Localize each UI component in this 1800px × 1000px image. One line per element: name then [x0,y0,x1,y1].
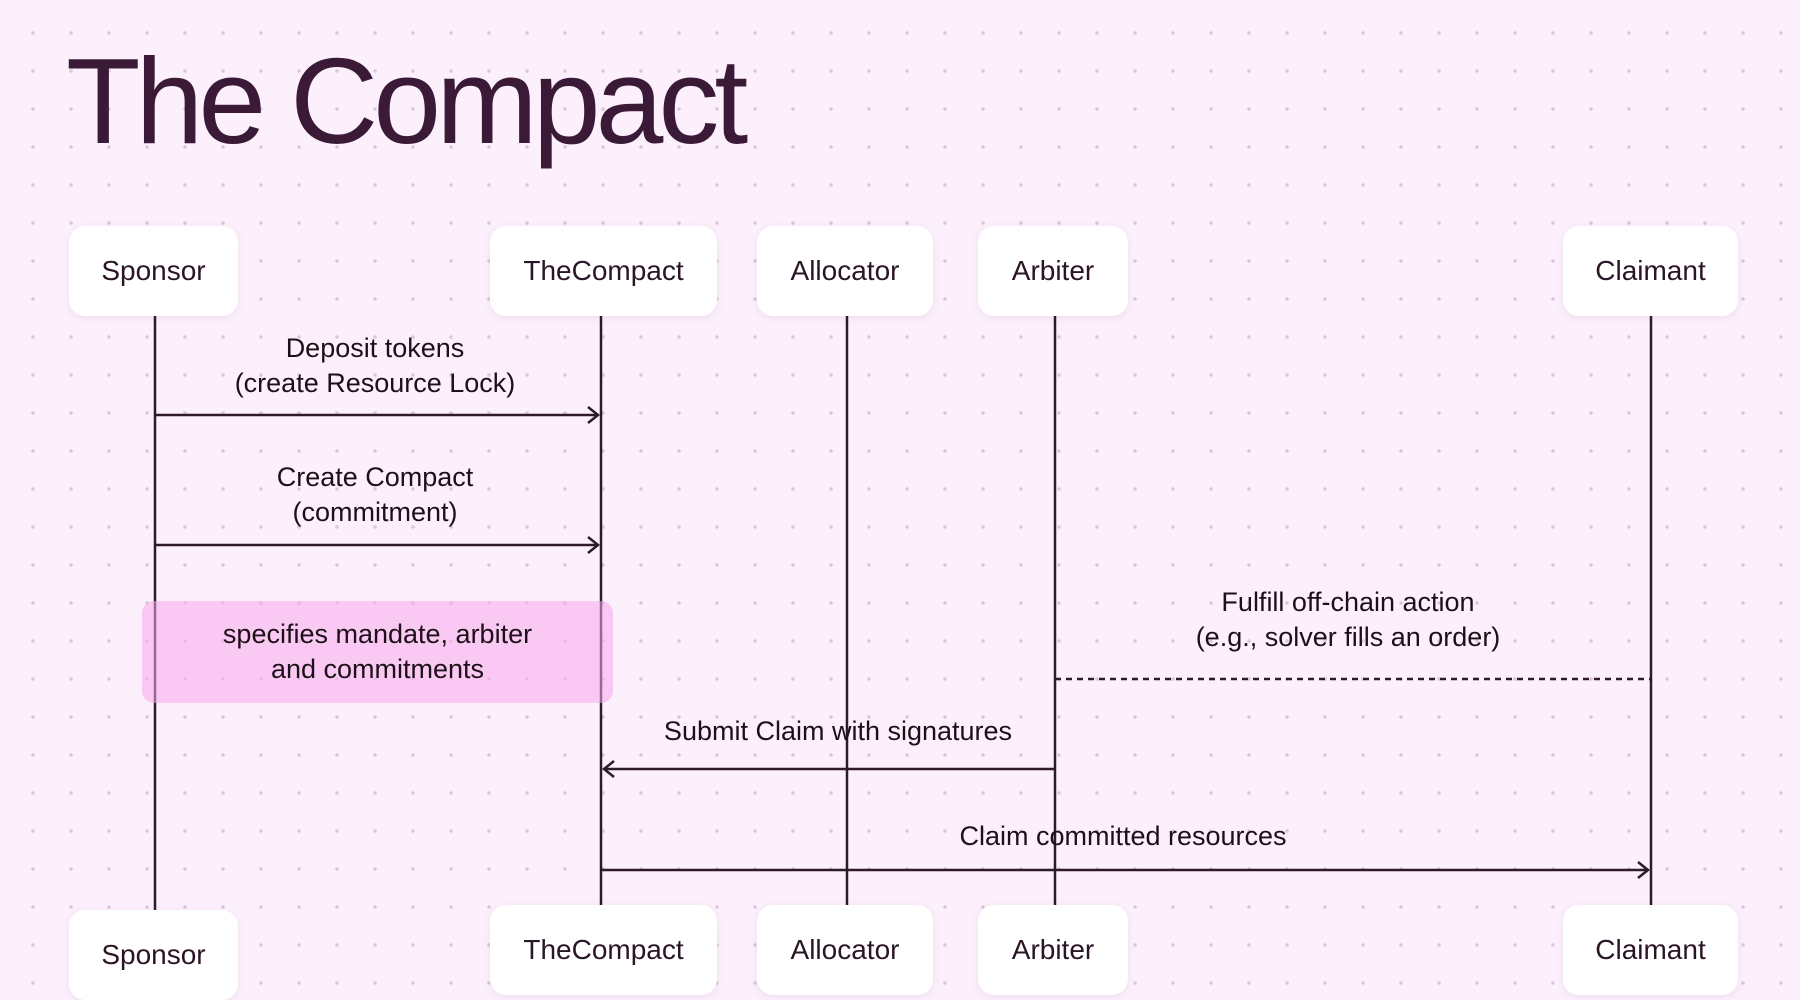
actor-thecompact-bottom[interactable]: TheCompact [490,905,717,995]
label-claim-resources: Claim committed resources [959,821,1287,851]
label-deposit-tokens: Deposit tokens (create Resource Lock) [234,333,516,398]
page-title: The Compact [66,33,748,169]
label-create-compact: Create Compact (commitment) [276,462,474,527]
actor-claimant-bottom[interactable]: Claimant [1563,905,1738,995]
label-submit-claim: Submit Claim with signatures [663,716,1013,746]
sequence-lines [153,316,1653,910]
actor-allocator-top[interactable]: Allocator [757,226,933,316]
actor-thecompact-top[interactable]: TheCompact [490,226,717,316]
actor-claimant-top[interactable]: Claimant [1563,226,1738,316]
actor-arbiter-bottom[interactable]: Arbiter [978,905,1128,995]
actor-allocator-bottom[interactable]: Allocator [757,905,933,995]
actor-sponsor-top[interactable]: Sponsor [69,226,238,316]
actor-arbiter-top[interactable]: Arbiter [978,226,1128,316]
label-fulfill-offchain: Fulfill off-chain action (e.g., solver f… [1195,587,1501,652]
actor-sponsor-bottom[interactable]: Sponsor [69,910,238,1000]
note-mandate: specifies mandate, arbiter and commitmen… [142,601,613,703]
